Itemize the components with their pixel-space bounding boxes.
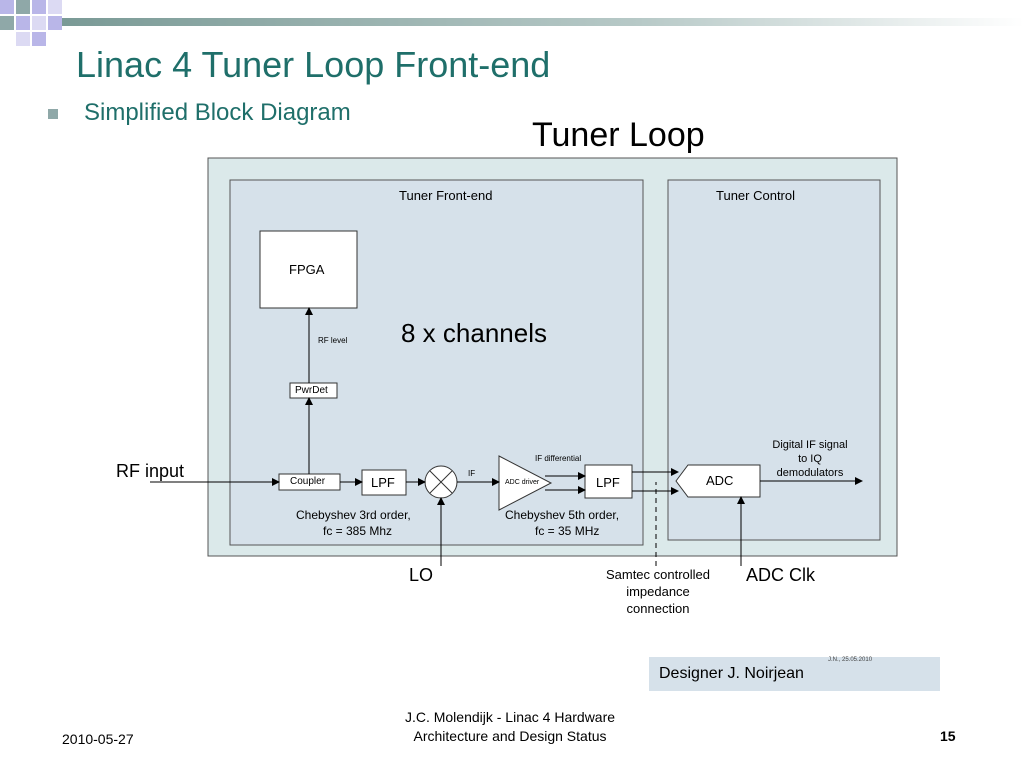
fpga-label: FPGA xyxy=(289,262,325,277)
control-label: Tuner Control xyxy=(716,188,795,203)
rf-level-label: RF level xyxy=(318,336,348,345)
deco-square xyxy=(16,16,30,30)
deco-square xyxy=(32,16,46,30)
designer-stamp xyxy=(649,657,940,691)
lpf1-label: LPF xyxy=(371,475,395,490)
lo-label: LO xyxy=(409,565,434,585)
mixer-cross xyxy=(429,470,453,494)
pwrdet-label: PwrDet xyxy=(295,385,328,396)
footer-center: J.C. Molendijk - Linac 4 Hardware Archit… xyxy=(370,708,650,746)
coupler-label: Coupler xyxy=(290,476,326,487)
slide-subtitle: Simplified Block Diagram xyxy=(84,99,351,126)
designer-name: Designer J. Noirjean xyxy=(659,665,804,682)
samtec-line1: Samtec controlled xyxy=(605,567,711,582)
samtec-line2: impedance xyxy=(626,584,690,599)
digital-if-line1: Digital IF signal xyxy=(772,439,848,451)
deco-square xyxy=(48,16,62,30)
channels-label: 8 x channels xyxy=(401,318,547,348)
footer-center-line2: Architecture and Design Status xyxy=(413,728,607,744)
fpga-block xyxy=(259,230,358,309)
lpf2-label: LPF xyxy=(596,475,620,490)
deco-square xyxy=(16,32,30,46)
chebyshev2-line2: fc = 35 MHz xyxy=(535,524,600,538)
slide-title: Linac 4 Tuner Loop Front-end xyxy=(76,44,551,85)
if-label: IF xyxy=(468,469,476,478)
footer-date: 2010-05-27 xyxy=(62,731,134,747)
chebyshev1-line1: Chebyshev 3rd order, xyxy=(296,508,411,522)
if-differential-label: IF differential xyxy=(535,454,582,463)
header-bar xyxy=(62,18,1024,26)
deco-square xyxy=(0,0,14,14)
deco-square xyxy=(32,32,46,46)
digital-if-line3: demodulators xyxy=(776,467,844,479)
front-end-label: Tuner Front-end xyxy=(399,188,493,203)
adc-label: ADC xyxy=(706,473,734,488)
footer-center-line1: J.C. Molendijk - Linac 4 Hardware xyxy=(404,709,616,725)
adc-driver-label: ADC driver xyxy=(505,479,540,486)
bullet-icon xyxy=(48,109,58,119)
rf-input-label: RF input xyxy=(116,461,185,481)
digital-if-line2: to IQ xyxy=(798,453,822,465)
deco-square xyxy=(0,16,14,30)
deco-square xyxy=(16,0,30,14)
adc-clk-label: ADC Clk xyxy=(746,565,816,585)
pwrdet-block xyxy=(289,382,338,399)
lpf2-block xyxy=(584,464,633,499)
chebyshev2-line1: Chebyshev 5th order, xyxy=(505,508,620,522)
lpf1-block xyxy=(361,469,407,496)
chebyshev1-line2: fc = 385 Mhz xyxy=(323,524,393,538)
page-number: 15 xyxy=(940,728,956,744)
samtec-line3: connection xyxy=(626,601,690,616)
deco-square xyxy=(32,0,46,14)
diagram-title: Tuner Loop xyxy=(532,116,705,154)
deco-square xyxy=(48,0,62,14)
header-decoration xyxy=(0,0,1024,46)
stamp-date: J.N., 25.05.2010 xyxy=(828,657,873,663)
